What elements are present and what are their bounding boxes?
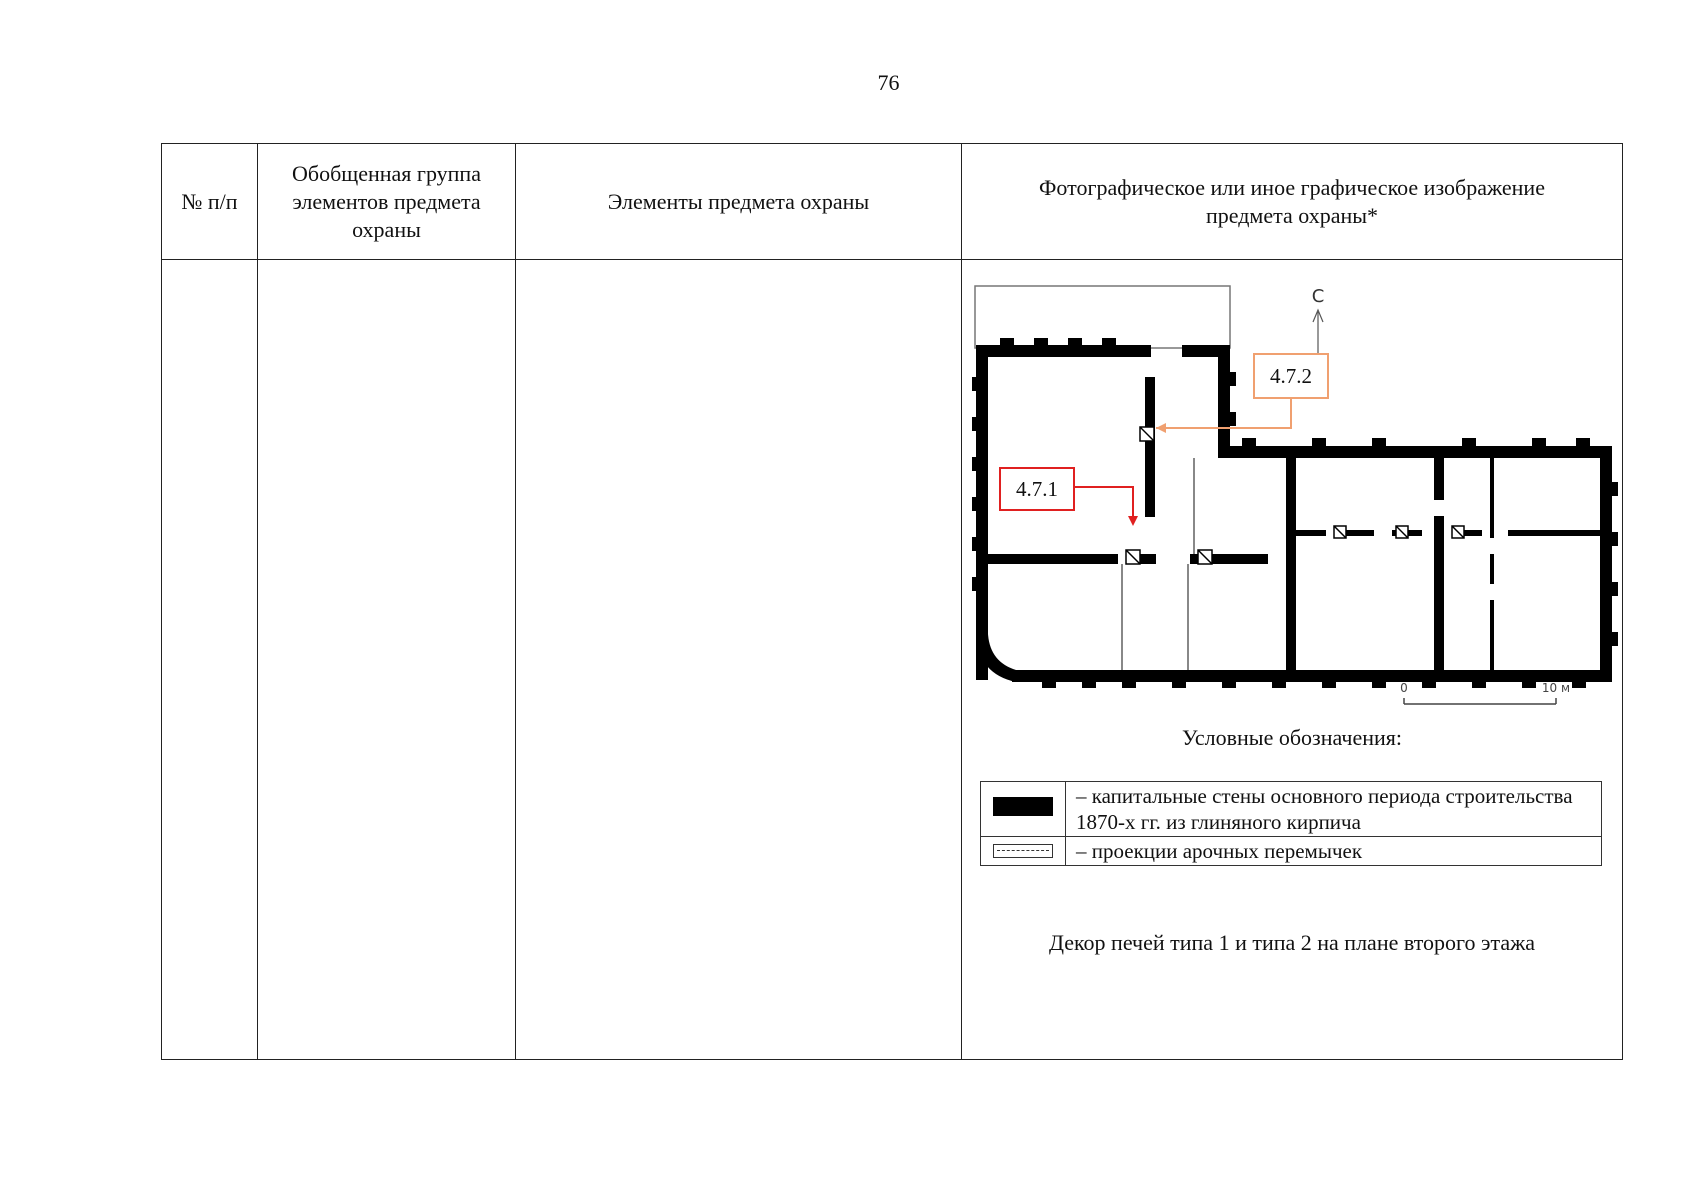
- floor-plan-drawing: С 4.7.2 4.7.1: [972, 285, 1618, 705]
- header-image: Фотографическое или иное графическое изо…: [961, 143, 1623, 260]
- legend-text: – проекции арочных перемычек: [1065, 836, 1602, 866]
- legend-table: – капитальные стены основного периода ст…: [980, 781, 1602, 866]
- callout-4-7-2: 4.7.2: [1156, 353, 1329, 433]
- svg-text:4.7.1: 4.7.1: [1016, 477, 1058, 501]
- figure-caption: Декор печей типа 1 и типа 2 на плане вто…: [1048, 930, 1536, 955]
- scale-bar: 0 10 м: [1400, 681, 1570, 705]
- legend-row: – капитальные стены основного периода ст…: [980, 781, 1602, 837]
- header-elements: Элементы предмета охраны: [515, 143, 962, 260]
- dashed-arch-icon: [980, 836, 1066, 866]
- cell-image: С 4.7.2 4.7.1: [961, 259, 1623, 1060]
- solid-wall-icon: [980, 781, 1066, 837]
- legend-row: – проекции арочных перемычек: [980, 836, 1602, 866]
- callout-4-7-1: 4.7.1: [999, 467, 1138, 526]
- cell-number: [161, 259, 258, 1060]
- legend-title: Условные обозначения:: [1181, 725, 1403, 750]
- cell-group: [257, 259, 516, 1060]
- svg-text:0: 0: [1400, 681, 1408, 695]
- table-header-row: № п/п Обобщенная группа элементов предме…: [161, 143, 1623, 260]
- svg-text:4.7.2: 4.7.2: [1270, 364, 1312, 388]
- legend-text: – капитальные стены основного периода ст…: [1065, 781, 1602, 837]
- svg-text:10 м: 10 м: [1542, 681, 1570, 695]
- header-group: Обобщенная группа элементов предмета охр…: [257, 143, 516, 260]
- page-number: 76: [877, 70, 900, 95]
- heritage-elements-table: № п/п Обобщенная группа элементов предме…: [161, 143, 1623, 1060]
- cell-elements: [515, 259, 962, 1060]
- north-label: С: [1312, 286, 1325, 307]
- table-row: С 4.7.2 4.7.1: [161, 259, 1623, 1060]
- header-number: № п/п: [161, 143, 258, 260]
